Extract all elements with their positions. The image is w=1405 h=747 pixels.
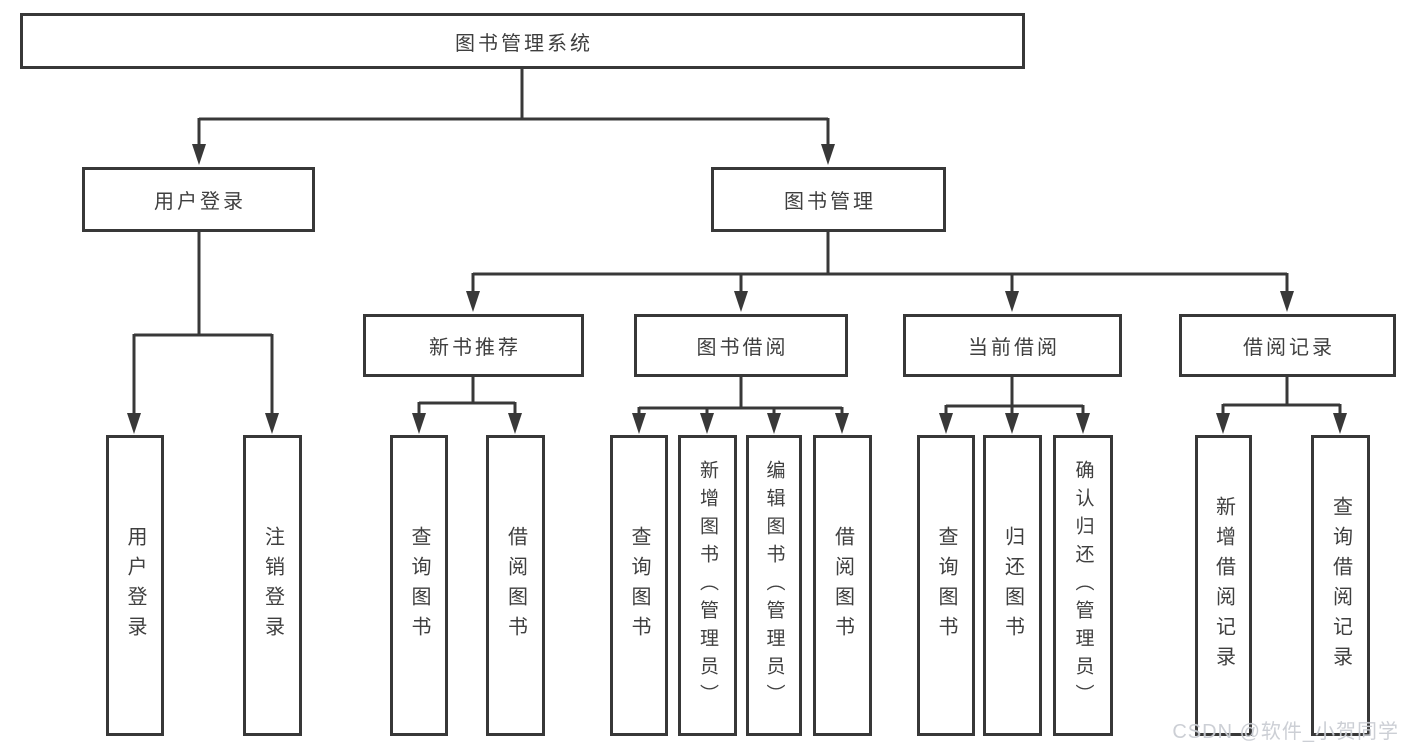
node-current-borrowing: 当前借阅 (903, 314, 1122, 377)
node-new-book-recommend: 新书推荐 (363, 314, 584, 377)
node-leaf-query-books-current: 查询图书 (917, 435, 975, 736)
arrowheads (127, 144, 1347, 434)
node-leaf-borrow-books-newrec: 借阅图书 (486, 435, 545, 736)
node-leaf-borrow-books-borrowing: 借阅图书 (813, 435, 872, 736)
node-leaf-user-login: 用户登录 (106, 435, 164, 736)
node-borrowing-records: 借阅记录 (1179, 314, 1396, 377)
csdn-watermark: CSDN @软件_小贺同学 (1172, 721, 1399, 743)
node-leaf-query-books-newrec: 查询图书 (390, 435, 448, 736)
node-leaf-confirm-return-admin: 确认归还（管理员） (1053, 435, 1113, 736)
node-leaf-return-books: 归还图书 (983, 435, 1042, 736)
node-leaf-logout: 注销登录 (243, 435, 302, 736)
node-leaf-edit-books-admin: 编辑图书（管理员） (746, 435, 802, 736)
node-leaf-query-books-borrowing: 查询图书 (610, 435, 668, 736)
node-book-borrowing: 图书借阅 (634, 314, 848, 377)
node-book-management: 图书管理 (711, 167, 946, 232)
node-leaf-query-borrow-record: 查询借阅记录 (1311, 435, 1370, 736)
node-root: 图书管理系统 (20, 13, 1025, 69)
node-user-login: 用户登录 (82, 167, 315, 232)
node-leaf-add-borrow-record: 新增借阅记录 (1195, 435, 1252, 736)
node-leaf-add-books-admin: 新增图书（管理员） (678, 435, 737, 736)
